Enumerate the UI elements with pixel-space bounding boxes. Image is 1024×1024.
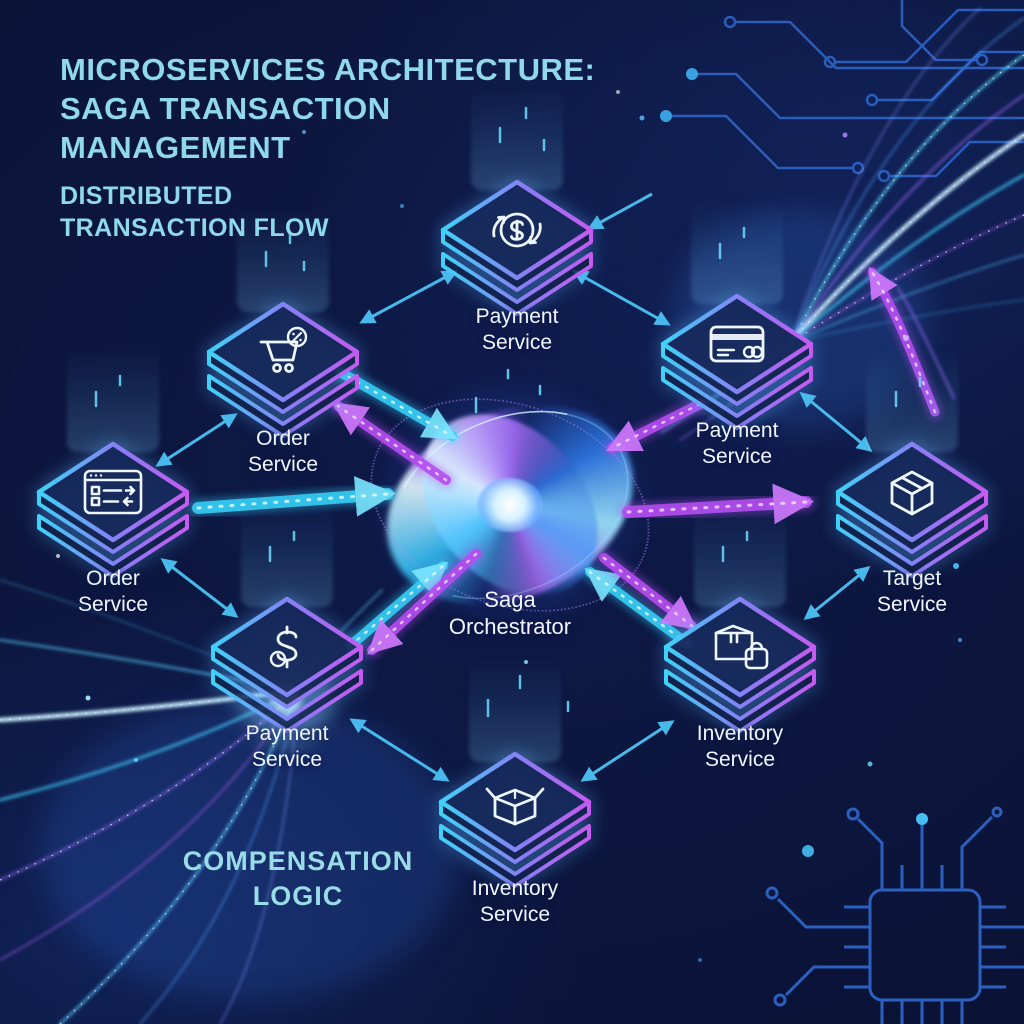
- flow-arrow-purple-out-upper-left: [330, 398, 454, 488]
- particle-stream-right-sparkles: [793, 54, 1024, 339]
- currency-exchange-icon: [492, 212, 542, 248]
- ring-link: [160, 558, 239, 618]
- light-beam: [237, 206, 329, 312]
- vortex-core: [477, 478, 543, 532]
- node-payment-service-upper-right: Payment Service: [647, 198, 827, 468]
- service-platform: [210, 596, 364, 733]
- service-platform: [440, 179, 594, 316]
- service-platform: [36, 441, 190, 578]
- node-label: Order Service: [77, 567, 149, 616]
- title-line-1: MICROSERVICES ARCHITECTURE:: [60, 52, 596, 87]
- subtitle-line-2: TRANSACTION FLOW: [60, 214, 329, 242]
- ring-link: [580, 720, 675, 782]
- cart-discount-icon: [259, 326, 308, 373]
- box-and-bag-icon: [714, 624, 769, 670]
- node-label: Target Service: [876, 567, 948, 616]
- light-beam: [241, 501, 333, 607]
- ring-connection-arrows: [155, 192, 873, 782]
- page-title: MICROSERVICES ARCHITECTURE: SAGA TRANSAC…: [60, 50, 595, 167]
- light-beam: [691, 198, 783, 304]
- node-payment-service-lower-left: Payment Service: [197, 501, 377, 771]
- light-beam: [694, 501, 786, 607]
- ring-link: [572, 270, 671, 326]
- order-form-icon: [83, 469, 143, 515]
- ring-link: [359, 270, 458, 324]
- compensation-logic-label: COMPENSATION LOGIC: [148, 844, 448, 914]
- flow-arrow-purple-out-lower-left: [364, 546, 484, 658]
- node-target-service-right: Target Service: [822, 346, 1002, 616]
- light-beam: [67, 346, 159, 452]
- service-platform: [206, 301, 360, 438]
- compensation-line-1: COMPENSATION: [182, 846, 414, 876]
- node-label: Payment Service: [245, 722, 329, 771]
- service-platform: [660, 293, 814, 430]
- node-inventory-service-bottom: Inventory Service: [425, 656, 605, 926]
- node-label: Inventory Service: [471, 877, 559, 926]
- title-line-2: SAGA TRANSACTION: [60, 91, 391, 126]
- package-box-icon: [890, 470, 934, 516]
- particle-stream-bottom-left-sparkles: [0, 690, 297, 1024]
- circuit-chip-bottom-right: [765, 806, 1024, 1024]
- ring-link: [349, 718, 450, 782]
- dollar-coin-icon: [269, 625, 298, 669]
- subtitle-line-1: DISTRIBUTED: [60, 182, 233, 210]
- flow-arrow-cyan-in-lower-left: [342, 558, 451, 654]
- circuit-traces-top-right: [660, 0, 1024, 183]
- curved-compensation-arrow-right: [865, 265, 956, 419]
- light-beam: [471, 84, 563, 190]
- subtitle: DISTRIBUTED TRANSACTION FLOW: [60, 180, 329, 244]
- ring-link: [803, 566, 871, 620]
- node-label: Order Service: [247, 427, 319, 476]
- ring-link: [799, 392, 873, 452]
- node-order-service-upper-left: Order Service: [193, 206, 373, 476]
- service-platform: [438, 751, 592, 888]
- compensation-line-2: LOGIC: [252, 881, 344, 911]
- flow-arrow-cyan-in-lower-right: [582, 564, 696, 652]
- credit-card-icon: [709, 325, 765, 363]
- saga-flow-arrows: [189, 265, 956, 658]
- open-box-icon: [485, 787, 545, 826]
- flow-arrow-purple-out-right: [619, 483, 815, 525]
- flow-arrow-purple-out-lower-right: [596, 550, 700, 634]
- node-inventory-service-lower-right: Inventory Service: [650, 501, 830, 771]
- node-label: Inventory Service: [696, 722, 784, 771]
- saga-orchestrator-label: Saga Orchestrator: [448, 587, 572, 639]
- flow-arrow-purple-in-upper-right: [604, 396, 708, 456]
- flow-arrow-cyan-in-left: [189, 476, 397, 517]
- node-label: Payment Service: [695, 419, 779, 468]
- node-order-service-left: Order Service: [23, 346, 203, 616]
- sparkle-dots: [56, 90, 962, 962]
- node-label: Payment Service: [475, 305, 559, 354]
- service-platform: [835, 441, 989, 578]
- node-payment-service-top: Payment Service: [427, 84, 607, 354]
- title-line-3: MANAGEMENT: [60, 130, 291, 165]
- incoming-arrow-top: [587, 192, 653, 230]
- service-platform: [663, 596, 817, 733]
- light-beam: [469, 656, 561, 762]
- light-beam: [866, 346, 958, 452]
- ring-link: [155, 413, 238, 467]
- beam-ticks: [94, 106, 922, 718]
